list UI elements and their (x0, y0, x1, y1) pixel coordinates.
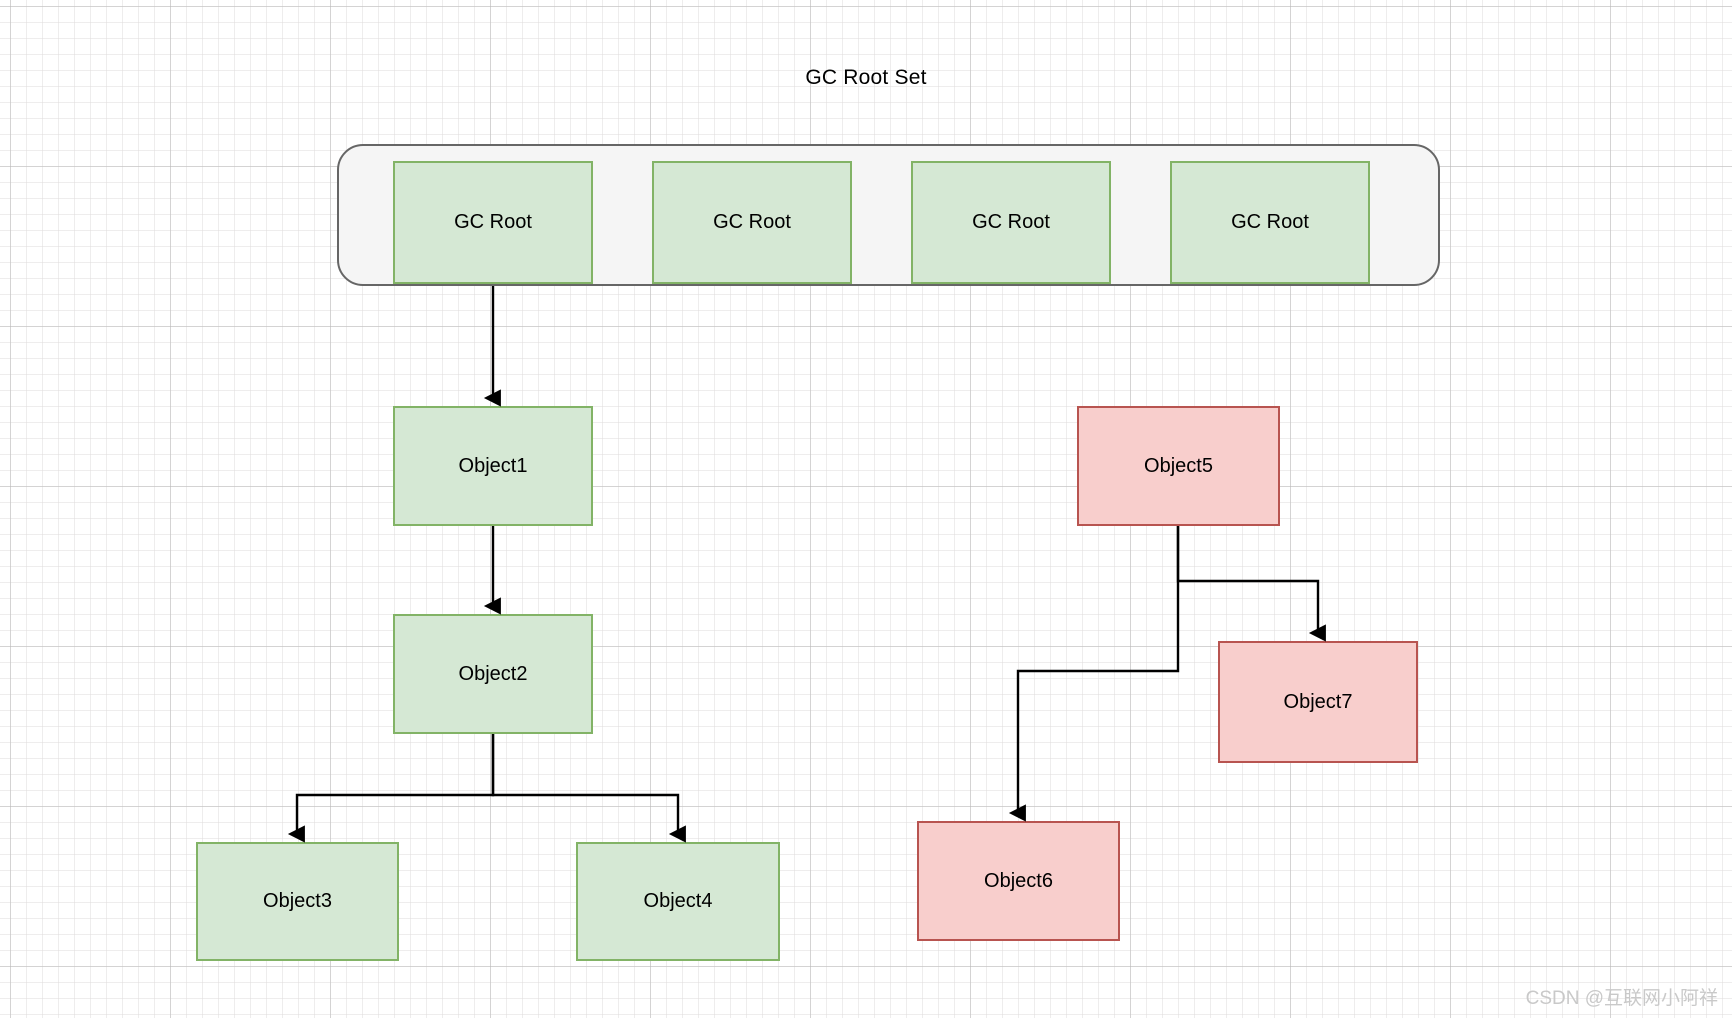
gc-root-label: GC Root (1231, 211, 1309, 233)
node-label: Object1 (458, 454, 528, 477)
node-label: Object6 (984, 869, 1053, 892)
csdn-watermark: CSDN @互联网小阿祥 (1525, 988, 1718, 1009)
gc-root-label: GC Root (713, 211, 791, 233)
node-object6[interactable]: Object6 (917, 821, 1120, 941)
node-object2[interactable]: Object2 (393, 614, 593, 734)
gc-root-box-4[interactable]: GC Root (1170, 161, 1370, 284)
gc-root-box-1[interactable]: GC Root (393, 161, 593, 284)
node-object1[interactable]: Object1 (393, 406, 593, 526)
node-label: Object2 (458, 662, 528, 685)
gc-root-label: GC Root (454, 211, 532, 233)
edge-object2-object3 (287, 734, 495, 843)
page-title: GC Root Set (805, 66, 927, 89)
edge-object5-object7 (1176, 526, 1326, 642)
gc-root-label: GC Root (972, 211, 1050, 233)
edge-object2-object4 (491, 734, 686, 843)
node-label: Object5 (1144, 454, 1213, 477)
gc-root-box-3[interactable]: GC Root (911, 161, 1111, 284)
node-object3[interactable]: Object3 (196, 842, 399, 961)
node-label: Object3 (263, 890, 332, 912)
gc-root-box-2[interactable]: GC Root (652, 161, 852, 284)
node-label: Object4 (643, 890, 713, 912)
edge-object5-object6 (1008, 526, 1180, 822)
node-object4[interactable]: Object4 (576, 842, 780, 961)
node-object7[interactable]: Object7 (1218, 641, 1418, 763)
node-object5[interactable]: Object5 (1077, 406, 1280, 526)
node-label: Object7 (1283, 690, 1353, 713)
